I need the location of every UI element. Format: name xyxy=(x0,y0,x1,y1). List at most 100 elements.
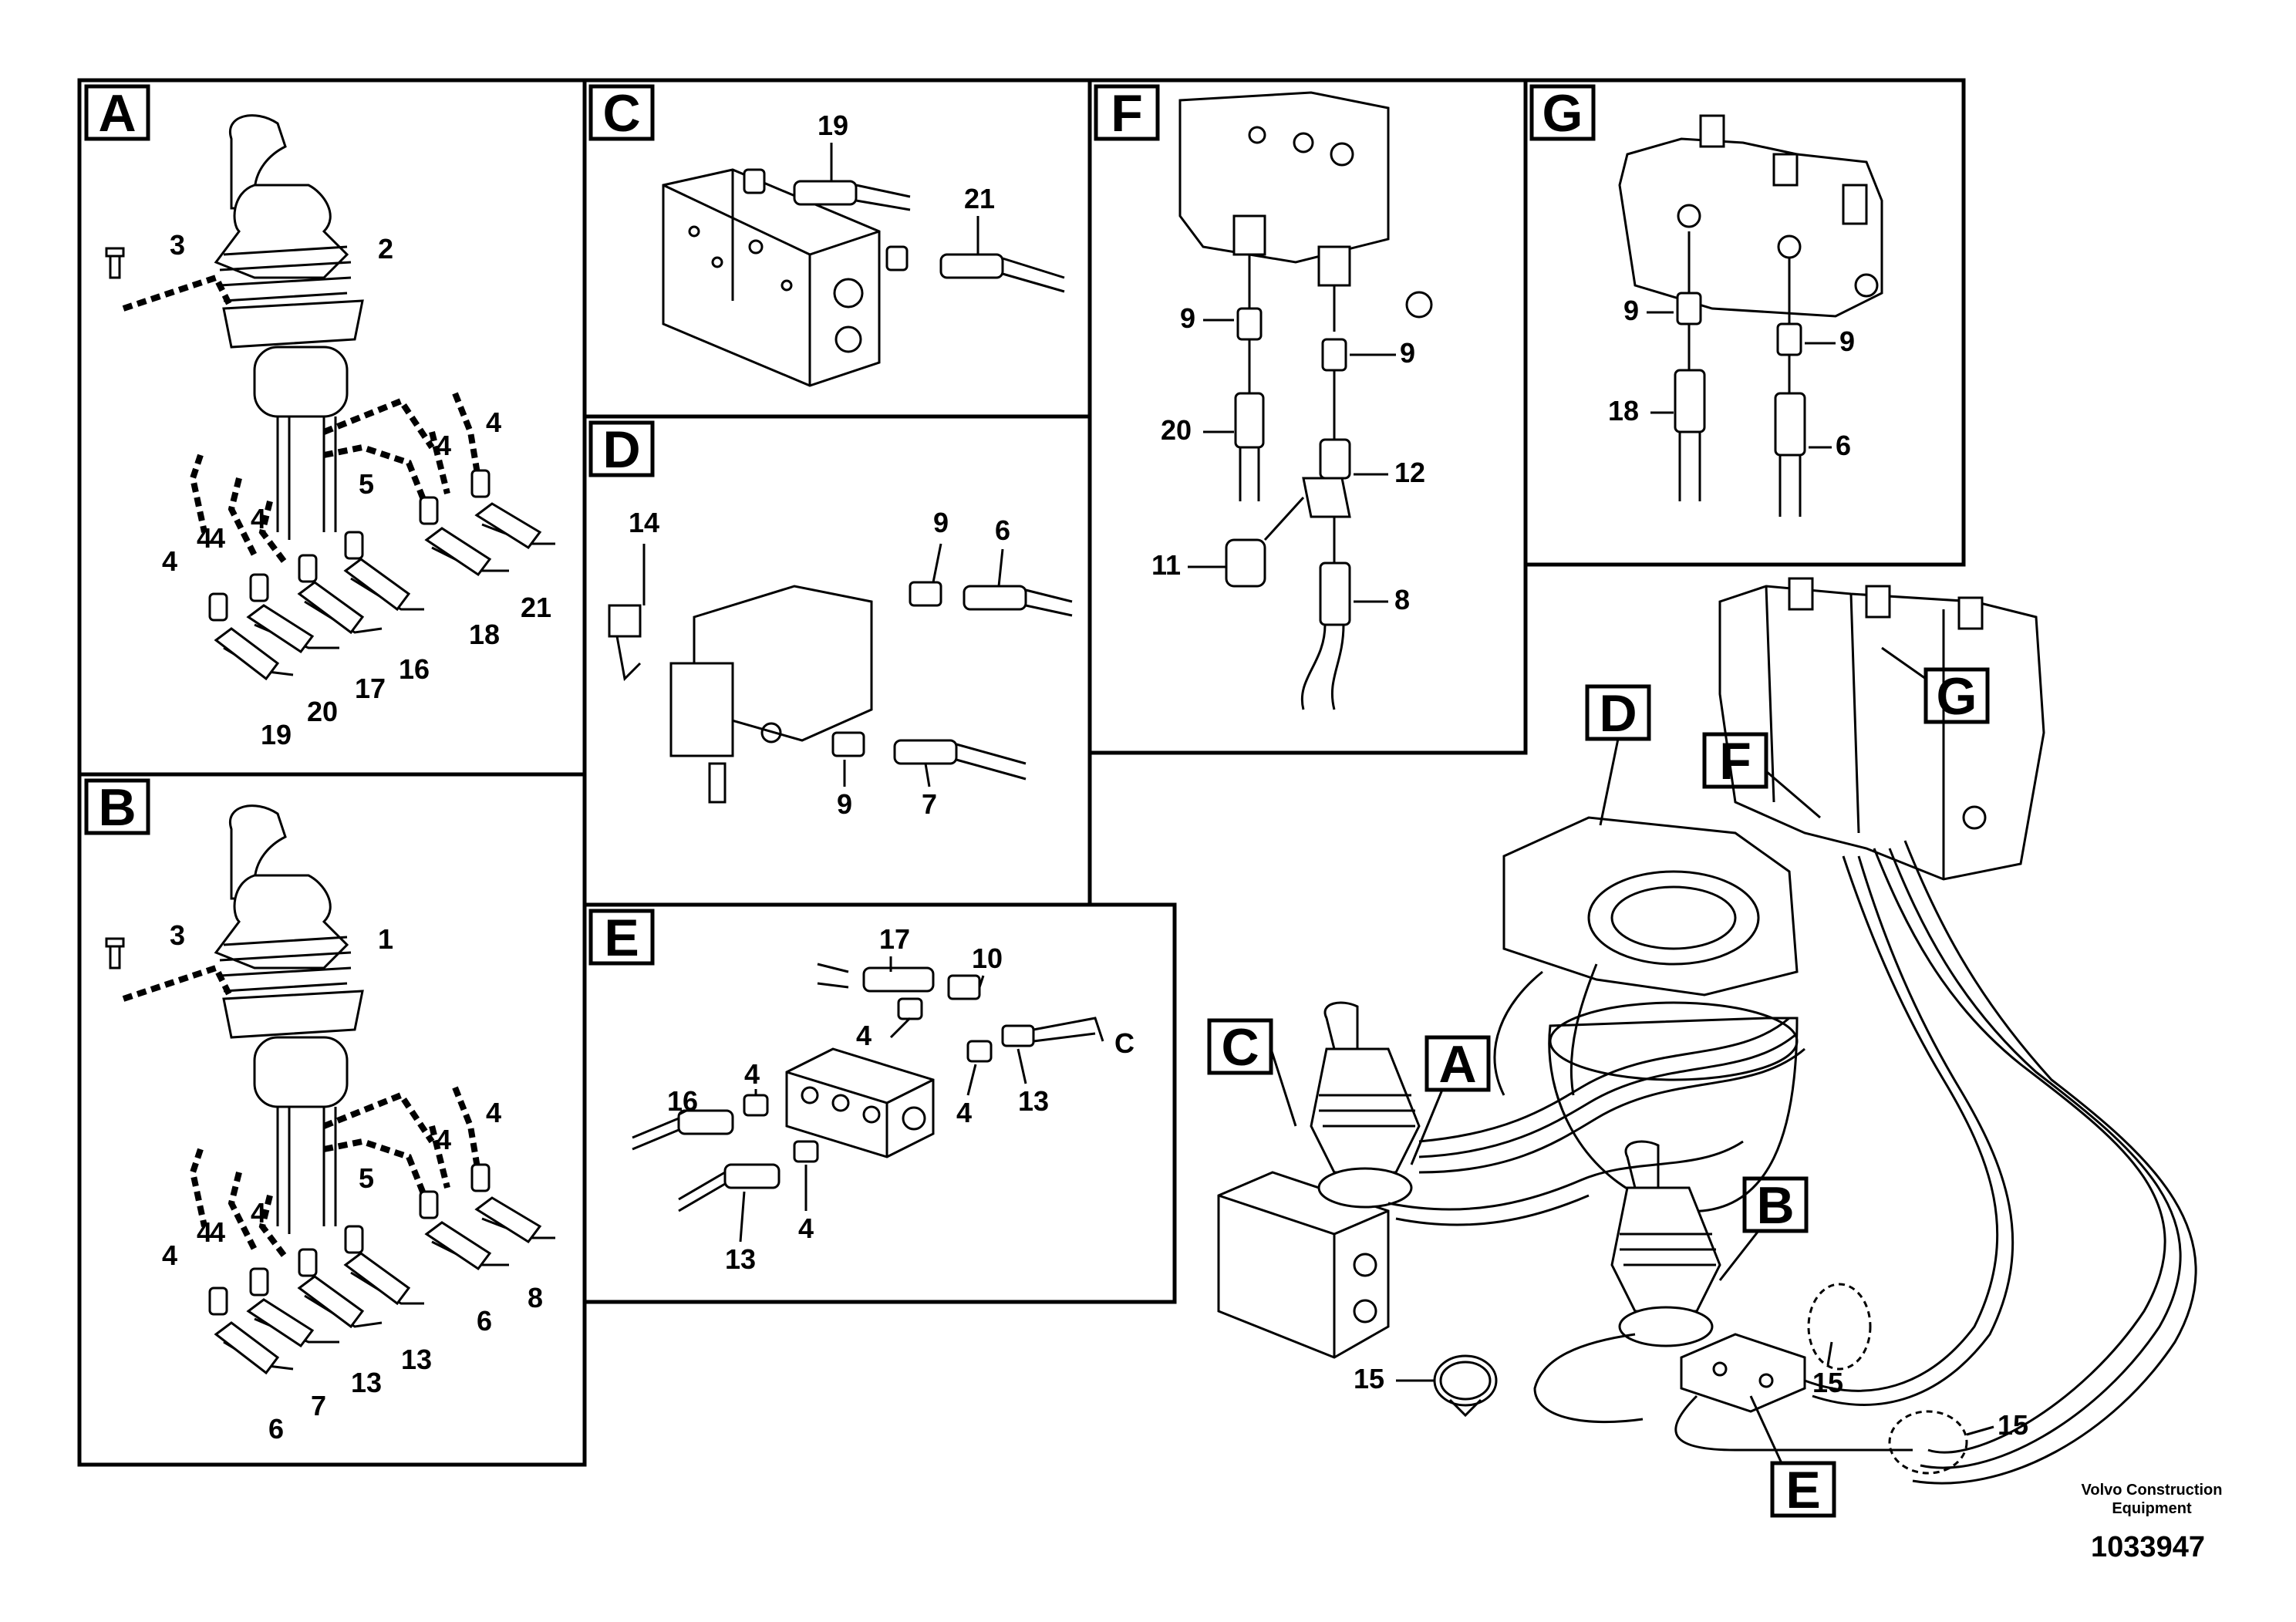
svg-text:13: 13 xyxy=(725,1243,756,1275)
overview-manifold-e xyxy=(1680,1333,1806,1413)
svg-text:5: 5 xyxy=(359,1162,374,1194)
overview-tag-b: B xyxy=(1718,1176,1809,1281)
joystick-left-mount-dashes xyxy=(122,274,234,312)
svg-text:12: 12 xyxy=(1394,457,1425,488)
overview-main-valve xyxy=(1718,577,2045,881)
svg-text:4: 4 xyxy=(486,406,501,438)
svg-text:4: 4 xyxy=(798,1212,814,1244)
panel-a-elbows xyxy=(214,502,542,681)
svg-text:Volvo Construction: Volvo Construction xyxy=(2082,1482,2223,1499)
svg-text:C: C xyxy=(1114,1027,1135,1059)
joystick-left-illustration xyxy=(214,114,364,540)
svg-text:6: 6 xyxy=(268,1413,284,1445)
overview-tag-c: C xyxy=(1207,1018,1297,1127)
panel-f-fittings xyxy=(1225,255,1351,710)
overview-tag-f: F xyxy=(1702,732,1821,819)
svg-text:C: C xyxy=(602,84,640,143)
svg-text:9: 9 xyxy=(1180,302,1195,334)
panel-e-callouts: 17 10 4 C 16 4 4 13 13 4 xyxy=(667,923,1135,1275)
svg-text:8: 8 xyxy=(1394,584,1410,615)
panel-b-tag: B xyxy=(84,778,150,837)
svg-text:4: 4 xyxy=(856,1020,872,1051)
svg-text:B: B xyxy=(1756,1176,1794,1235)
svg-text:4: 4 xyxy=(210,522,225,554)
svg-text:14: 14 xyxy=(629,507,659,538)
svg-text:4: 4 xyxy=(197,1216,212,1248)
panel-b-frame xyxy=(77,772,587,1467)
svg-text:20: 20 xyxy=(307,696,338,727)
svg-text:9: 9 xyxy=(837,788,852,820)
overview-joystick-b xyxy=(1610,1140,1721,1347)
svg-text:13: 13 xyxy=(401,1344,432,1375)
panel-b-fittings xyxy=(208,1163,491,1316)
svg-text:1: 1 xyxy=(378,923,393,955)
svg-text:9: 9 xyxy=(1400,337,1415,369)
svg-text:11: 11 xyxy=(1151,549,1181,581)
svg-text:4: 4 xyxy=(436,1124,451,1155)
svg-text:4: 4 xyxy=(251,1197,266,1229)
joystick-left-hose-dashes xyxy=(189,392,481,565)
svg-text:8: 8 xyxy=(528,1282,543,1313)
svg-text:A: A xyxy=(98,84,136,143)
svg-text:20: 20 xyxy=(1161,414,1192,446)
panel-c-tag: C xyxy=(588,84,655,143)
footer-brand: Volvo Construction Equipment xyxy=(2082,1482,2223,1517)
bolt-3-right xyxy=(105,937,125,969)
svg-text:16: 16 xyxy=(399,653,430,685)
svg-text:D: D xyxy=(1599,684,1637,743)
panel-c-fittings xyxy=(743,168,1065,293)
svg-text:4: 4 xyxy=(162,1239,177,1271)
svg-text:F: F xyxy=(1111,84,1143,143)
svg-text:19: 19 xyxy=(818,110,848,141)
svg-text:15: 15 xyxy=(1812,1367,1843,1398)
panel-d-valve-block xyxy=(608,585,873,804)
svg-text:A: A xyxy=(1438,1035,1476,1094)
svg-text:4: 4 xyxy=(162,545,177,577)
overview-tag-d: D xyxy=(1585,684,1651,826)
svg-text:G: G xyxy=(1937,667,1977,726)
svg-text:C: C xyxy=(1221,1018,1259,1077)
panel-e-fittings xyxy=(632,963,1104,1212)
panel-d-fittings xyxy=(831,581,1073,781)
panel-a-fittings xyxy=(208,469,491,622)
panel-e-frame xyxy=(582,902,1177,1304)
svg-text:F: F xyxy=(1719,732,1752,791)
svg-text:9: 9 xyxy=(933,507,949,538)
overview-clamps xyxy=(1807,1283,1968,1475)
svg-text:9: 9 xyxy=(1839,325,1855,357)
panel-e-manifold xyxy=(785,1047,935,1158)
overview-block-c xyxy=(1217,1171,1390,1359)
bolt-3-left xyxy=(105,247,125,279)
svg-text:D: D xyxy=(602,420,640,479)
svg-text:4: 4 xyxy=(956,1097,972,1128)
overview-swivel xyxy=(1502,816,1799,1213)
clamp-15-standalone xyxy=(1433,1354,1498,1418)
svg-text:3: 3 xyxy=(170,229,185,261)
svg-text:E: E xyxy=(1785,1461,1820,1519)
overview-tag-g: G xyxy=(1881,646,1990,726)
svg-text:17: 17 xyxy=(355,673,386,704)
panel-g-frame xyxy=(1523,78,1966,567)
svg-text:4: 4 xyxy=(210,1216,225,1248)
svg-text:19: 19 xyxy=(261,719,292,750)
svg-text:21: 21 xyxy=(521,592,551,623)
svg-text:4: 4 xyxy=(251,503,266,534)
svg-text:18: 18 xyxy=(469,619,500,650)
svg-text:18: 18 xyxy=(1608,395,1639,427)
svg-text:4: 4 xyxy=(486,1097,501,1128)
document-number: 1033947 xyxy=(2091,1531,2205,1563)
joystick-right-hose-dashes xyxy=(189,1086,481,1259)
overview-hose-bundle xyxy=(1387,840,2197,1485)
panel-f-valve-section xyxy=(1178,91,1433,319)
panel-d-tag: D xyxy=(588,420,655,479)
panel-f-tag: F xyxy=(1094,84,1160,143)
panel-g-callouts: 9 9 18 6 xyxy=(1608,295,1855,461)
svg-text:6: 6 xyxy=(1836,430,1851,461)
svg-text:5: 5 xyxy=(359,468,374,500)
panel-g-tag: G xyxy=(1529,84,1596,143)
panel-g-valve-section xyxy=(1618,114,1883,318)
svg-text:13: 13 xyxy=(351,1367,382,1398)
svg-text:21: 21 xyxy=(964,183,995,214)
